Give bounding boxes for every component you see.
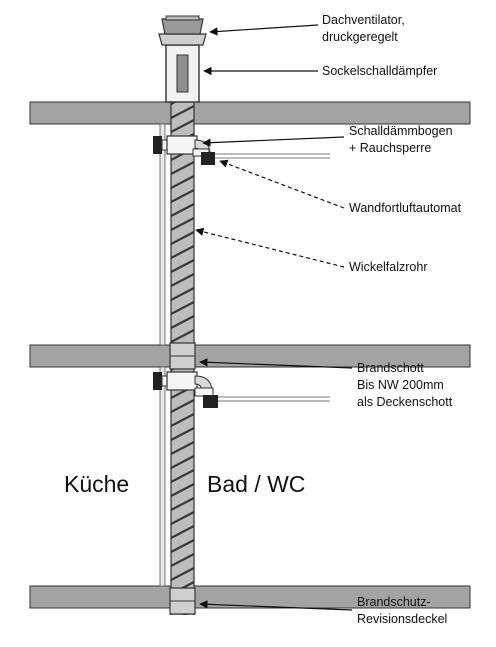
duct-seam xyxy=(171,525,194,539)
label-spiral-duct: Wickelfalzrohr xyxy=(349,260,428,274)
duct-seam xyxy=(171,427,194,441)
duct-seam xyxy=(171,567,194,581)
duct-seam xyxy=(171,161,194,175)
leader-fire-damper xyxy=(199,358,353,369)
roof-fan xyxy=(158,15,207,46)
floor-slabs xyxy=(29,101,471,609)
wall-exhaust-unit-upper xyxy=(201,152,330,165)
duct-seam xyxy=(171,483,194,497)
label-base-silencer: Sockelschalldämpfer xyxy=(322,64,437,78)
fire-damper-middle xyxy=(169,342,196,370)
duct-seam xyxy=(171,511,194,525)
duct-seam xyxy=(171,539,194,553)
roof-slab xyxy=(29,101,471,125)
leader-spiral-duct xyxy=(195,227,345,268)
duct-seam xyxy=(171,455,194,469)
wall-exhaust-unit-middle xyxy=(203,395,330,408)
leader-fire-revision-cover xyxy=(199,600,353,611)
duct-seam xyxy=(171,329,194,343)
duct-seam xyxy=(171,203,194,217)
label-fire-damper: Brandschott Bis NW 200mm als Deckenschot… xyxy=(357,361,453,409)
middle-slab xyxy=(29,344,471,368)
duct-seam xyxy=(171,413,194,427)
leader-lines xyxy=(195,24,353,611)
callout-labels: Dachventilator, druckgeregelt Sockelscha… xyxy=(322,13,462,626)
leader-roof-fan xyxy=(209,24,319,36)
duct-seam xyxy=(171,441,194,455)
duct-seam xyxy=(171,105,194,119)
duct-seam xyxy=(171,175,194,189)
dividing-wall xyxy=(159,123,166,587)
room-label-kitchen: Küche xyxy=(64,471,129,497)
duct-seam xyxy=(171,189,194,203)
bottom-slab xyxy=(29,585,471,609)
duct-seam xyxy=(171,497,194,511)
label-roof-fan: Dachventilator, druckgeregelt xyxy=(322,13,408,44)
silencer-bend-middle xyxy=(153,371,214,397)
duct-seam xyxy=(171,469,194,483)
duct-seam xyxy=(171,399,194,413)
wall-bracket-upper xyxy=(153,136,162,154)
duct-seam xyxy=(171,245,194,259)
label-wall-exhaust-unit: Wandfortluftautomat xyxy=(349,201,462,215)
base-silencer xyxy=(165,44,200,103)
fire-revision-cover xyxy=(169,587,196,615)
duct-seam xyxy=(171,231,194,245)
silencer-slot xyxy=(176,54,189,93)
duct-seam xyxy=(171,259,194,273)
wall-bracket-middle xyxy=(153,372,162,390)
room-label-bathroom: Bad / WC xyxy=(207,471,305,497)
duct-seam xyxy=(171,119,194,133)
duct-seam xyxy=(171,315,194,329)
label-silencer-bend: Schalldämmbogen + Rauchsperre xyxy=(349,124,456,155)
duct-seam xyxy=(171,301,194,315)
duct-seam xyxy=(171,217,194,231)
duct-seam xyxy=(171,553,194,567)
label-fire-revision-cover: Brandschutz- Revisionsdeckel xyxy=(357,595,447,626)
duct-seam xyxy=(171,287,194,301)
duct-seam xyxy=(171,273,194,287)
leader-wall-exhaust-unit xyxy=(219,159,345,209)
duct-seam xyxy=(171,624,194,636)
leader-silencer-bend xyxy=(202,136,345,147)
